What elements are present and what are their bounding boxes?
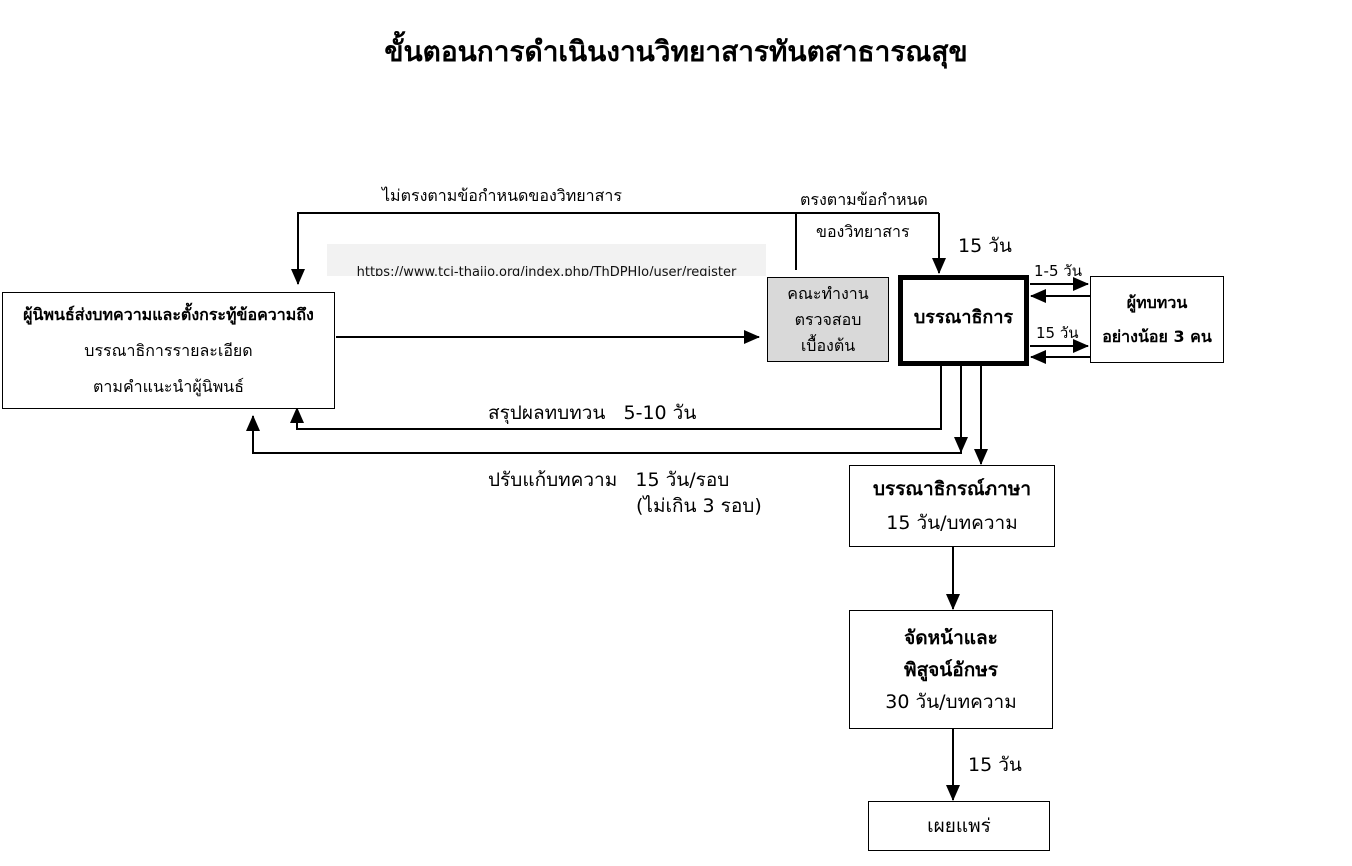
node-editor-label: บรรณาธิการ <box>913 307 1014 328</box>
label-not-compliant: ไม่ตรงตามข้อกำหนดของวิทยาสาร <box>382 186 622 205</box>
node-layout-line-3: 30 วัน/บทความ <box>885 690 1017 713</box>
node-author-line-2: บรรณาธิการรายละเอียด <box>84 340 253 360</box>
label-to-editor-days: 15 วัน <box>958 235 1012 257</box>
node-reviewers: ผู้ทบทวน อย่างน้อย 3 คน <box>1090 276 1224 363</box>
edge-not-compliant <box>291 212 939 285</box>
label-revise-1: ปรับแก้บทความ 15 วัน/รอบ <box>488 469 730 491</box>
node-reviewers-line-1: ผู้ทบทวน <box>1126 292 1188 312</box>
node-screening-line-2: ตรวจสอบ <box>794 309 862 329</box>
node-screening: คณะทำงาน ตรวจสอบ เบื้องต้น <box>767 277 889 362</box>
node-author-line-1: ผู้นิพนธ์ส่งบทความและตั้งกระทู้ข้อความถึ… <box>23 304 314 324</box>
diagram-title: ขั้นตอนการดำเนินงานวิทยาสารทันตสาธารณสุข <box>384 35 968 68</box>
node-language-editor-line-2: 15 วัน/บทความ <box>886 512 1018 534</box>
node-publish-label: เผยแพร่ <box>927 815 991 837</box>
node-publish: เผยแพร่ <box>868 801 1050 851</box>
node-author-line-3: ตามคำแนะนำผู้นิพนธ์ <box>93 376 244 396</box>
node-screening-line-1: คณะทำงาน <box>787 283 869 303</box>
node-layout-line-2: พิสูจน์อักษร <box>904 658 998 681</box>
label-review-summary: สรุปผลทบทวน 5-10 วัน <box>488 402 697 424</box>
node-editor: บรรณาธิการ <box>898 275 1029 366</box>
node-layout-line-1: จัดหน้าและ <box>904 626 998 649</box>
node-layout: จัดหน้าและ พิสูจน์อักษร 30 วัน/บทความ <box>849 610 1053 729</box>
node-language-editor-line-1: บรรณาธิกรณ์ภาษา <box>872 478 1032 500</box>
node-author: ผู้นิพนธ์ส่งบทความและตั้งกระทู้ข้อความถึ… <box>2 292 335 409</box>
url-banner[interactable]: https://www.tci-thaijo.org/index.php/ThD… <box>327 244 766 276</box>
node-screening-line-3: เบื้องต้น <box>800 335 856 355</box>
label-to-reviewer-2: 15 วัน <box>1036 324 1079 342</box>
label-to-publish-days: 15 วัน <box>968 754 1022 776</box>
url-text[interactable]: https://www.tci-thaijo.org/index.php/ThD… <box>356 265 737 276</box>
node-language-editor: บรรณาธิกรณ์ภาษา 15 วัน/บทความ <box>849 465 1055 547</box>
label-to-reviewer-1: 1-5 วัน <box>1034 262 1082 280</box>
node-reviewers-line-2: อย่างน้อย 3 คน <box>1102 326 1212 346</box>
label-compliant-1: ตรงตามข้อกำหนด <box>800 190 928 209</box>
label-revise-2: (ไม่เกิน 3 รอบ) <box>636 495 762 517</box>
label-compliant-2: ของวิทยาสาร <box>816 222 910 241</box>
edge-review-summary <box>290 346 942 430</box>
